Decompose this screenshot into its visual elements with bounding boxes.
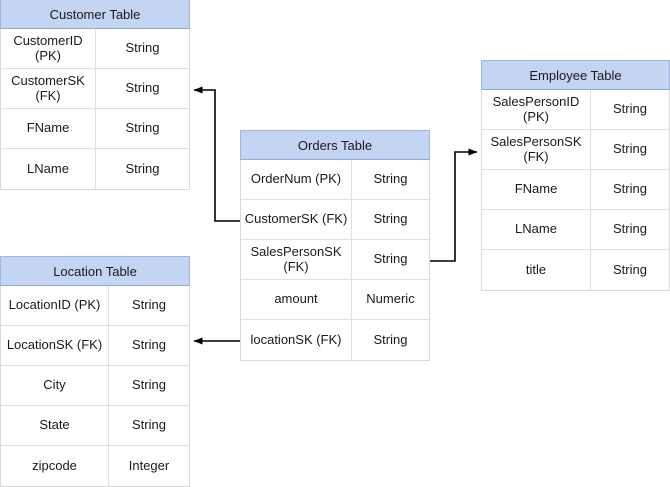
table-row[interactable]: SalesPersonSK (FK) String: [241, 240, 429, 280]
link-orders-to-employee: [430, 148, 478, 262]
field-name-cell: locationSK (FK): [241, 320, 352, 360]
field-type-cell: String: [373, 211, 408, 227]
field-type-cell: String: [373, 331, 408, 347]
field-type-cell: String: [125, 40, 160, 56]
field-name-cell: LName: [1, 149, 96, 189]
field-type-cell: Integer: [128, 457, 170, 473]
field-name-cell: City: [1, 366, 109, 405]
table-row[interactable]: CustomerSK (FK) String: [241, 200, 429, 240]
field-type-cell: String: [125, 160, 160, 176]
table-row[interactable]: LName String: [1, 149, 189, 189]
field-name-cell: LocationID (PK): [1, 286, 109, 325]
table-row[interactable]: SalesPersonSK (FK) String: [482, 130, 669, 170]
field-type-cell: String: [613, 181, 647, 197]
field-type-cell: String: [373, 171, 408, 187]
field-type-cell: String: [132, 337, 166, 353]
field-type-cell: String: [132, 297, 166, 313]
field-type-cell: String: [125, 80, 160, 96]
field-name-cell: CustomerSK (FK): [1, 69, 96, 108]
table-row[interactable]: FName String: [1, 109, 189, 149]
field-name-cell: zipcode: [1, 446, 109, 486]
table-title-employee: Employee Table: [481, 60, 670, 90]
table-row[interactable]: SalesPersonID (PK) String: [482, 90, 669, 130]
table-row[interactable]: locationSK (FK) String: [241, 320, 429, 360]
field-name-cell: SalesPersonID (PK): [482, 90, 591, 129]
field-name-cell: FName: [1, 109, 96, 148]
field-name-cell: amount: [241, 280, 352, 319]
table-row[interactable]: LName String: [482, 210, 669, 250]
table-title-location: Location Table: [0, 256, 190, 286]
field-type-cell: Numeric: [366, 291, 415, 307]
field-type-cell: String: [613, 221, 647, 237]
table-row[interactable]: title String: [482, 250, 669, 290]
field-name-cell: FName: [482, 170, 591, 209]
table-row[interactable]: CustomerID (PK) String: [1, 29, 189, 69]
table-title-orders: Orders Table: [240, 130, 430, 160]
table-row[interactable]: LocationSK (FK) String: [1, 326, 189, 366]
field-type-cell: String: [132, 377, 166, 393]
field-type-cell: String: [613, 141, 647, 157]
table-row[interactable]: City String: [1, 366, 189, 406]
field-name-cell: OrderNum (PK): [241, 160, 352, 199]
table-row[interactable]: FName String: [482, 170, 669, 210]
link-orders-to-customer: [193, 86, 240, 222]
field-name-cell: title: [482, 250, 591, 290]
field-type-cell: String: [125, 120, 160, 136]
field-type-cell: String: [613, 101, 647, 117]
table-row[interactable]: amount Numeric: [241, 280, 429, 320]
field-name-cell: LName: [482, 210, 591, 249]
field-name-cell: CustomerID (PK): [1, 29, 96, 68]
table-row[interactable]: OrderNum (PK) String: [241, 160, 429, 200]
table-title-customer: Customer Table: [0, 0, 190, 29]
table-row[interactable]: LocationID (PK) String: [1, 286, 189, 326]
table-row[interactable]: zipcode Integer: [1, 446, 189, 486]
field-name-cell: CustomerSK (FK): [241, 200, 352, 239]
field-name-cell: SalesPersonSK (FK): [241, 240, 352, 279]
table-row[interactable]: State String: [1, 406, 189, 446]
field-name-cell: State: [1, 406, 109, 445]
field-type-cell: String: [613, 261, 647, 277]
field-type-cell: String: [373, 251, 408, 267]
field-name-cell: LocationSK (FK): [1, 326, 109, 365]
field-name-cell: SalesPersonSK (FK): [482, 130, 591, 169]
field-type-cell: String: [132, 417, 166, 433]
table-row[interactable]: CustomerSK (FK) String: [1, 69, 189, 109]
